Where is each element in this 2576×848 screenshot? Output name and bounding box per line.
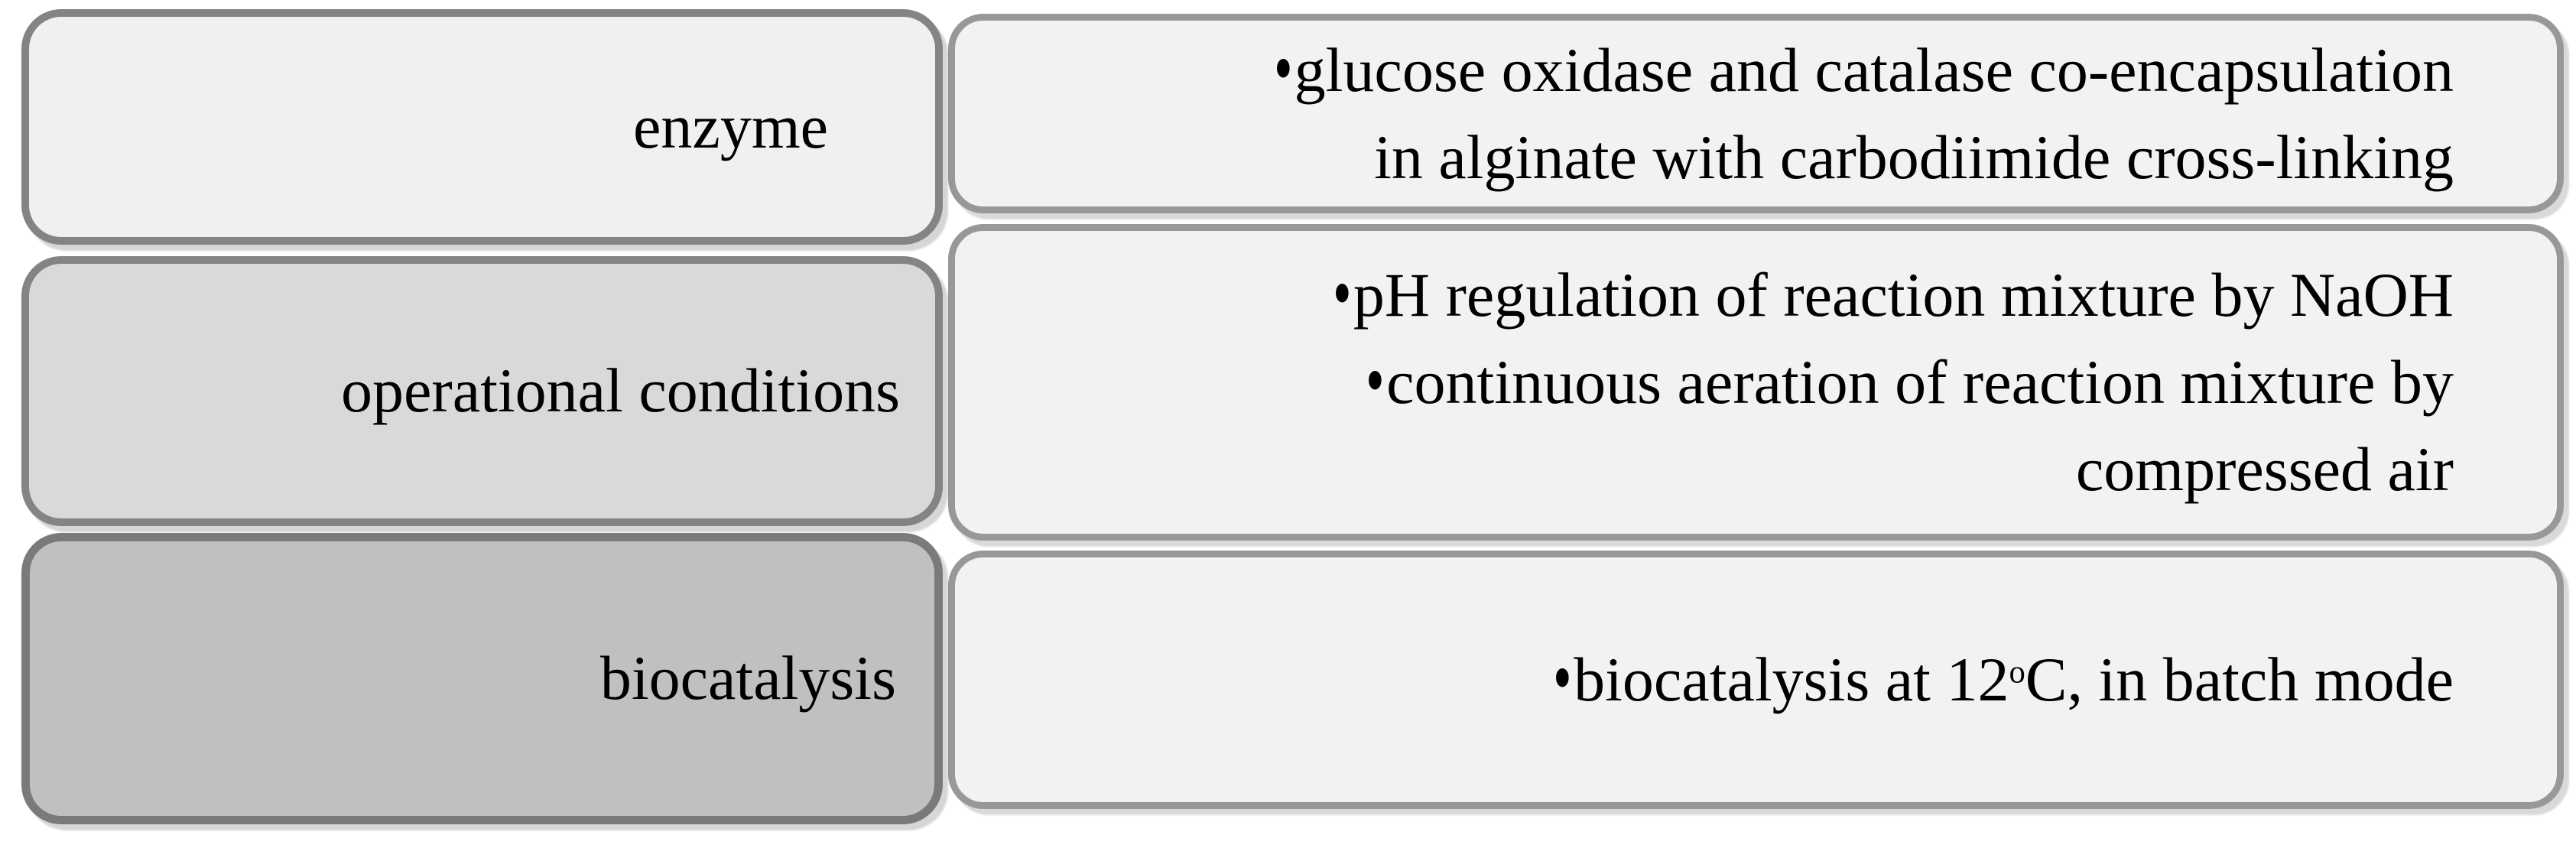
bullet-text: C, in batch mode (2025, 645, 2454, 714)
bullet-icon: • (1274, 24, 1293, 112)
superscript-degree: o (2009, 654, 2025, 690)
label-enzyme: enzyme (633, 91, 828, 161)
bullet-text: biocatalysis at 12 (1574, 645, 2009, 714)
bullet-icon: • (1333, 249, 1352, 336)
bullet-item: •biocatalysis at 12oC, in batch mode (1016, 634, 2454, 723)
label-box-biocatalysis: biocatalysis (21, 533, 943, 824)
bullet-item: •glucose oxidase and catalase co-encapsu… (1016, 24, 2454, 114)
bullet-icon: • (1553, 634, 1572, 721)
bullet-item: •continuous aeration of reaction mixture… (1016, 336, 2454, 426)
bullet-text-continuation: compressed air (2075, 434, 2454, 504)
bullet-text: pH regulation of reaction mixture by NaO… (1353, 260, 2454, 330)
bullet-text: glucose oxidase and catalase co-encapsul… (1294, 34, 2454, 105)
bullet-icon: • (1366, 336, 1385, 424)
content-box-biocatalysis: •biocatalysis at 12oC, in batch mode (948, 551, 2564, 809)
content-box-enzyme: •glucose oxidase and catalase co-encapsu… (948, 14, 2564, 213)
label-operational-conditions: operational conditions (341, 356, 900, 426)
bullet-text: continuous aeration of reaction mixture … (1386, 347, 2454, 417)
content-box-operational-conditions: •pH regulation of reaction mixture by Na… (948, 224, 2564, 541)
label-box-operational-conditions: operational conditions (21, 256, 943, 526)
bullet-text-continuation: in alginate with carbodiimide cross-link… (1374, 122, 2454, 192)
label-box-enzyme: enzyme (21, 9, 943, 245)
label-biocatalysis: biocatalysis (599, 643, 896, 713)
bullet-item: •pH regulation of reaction mixture by Na… (1016, 249, 2454, 339)
